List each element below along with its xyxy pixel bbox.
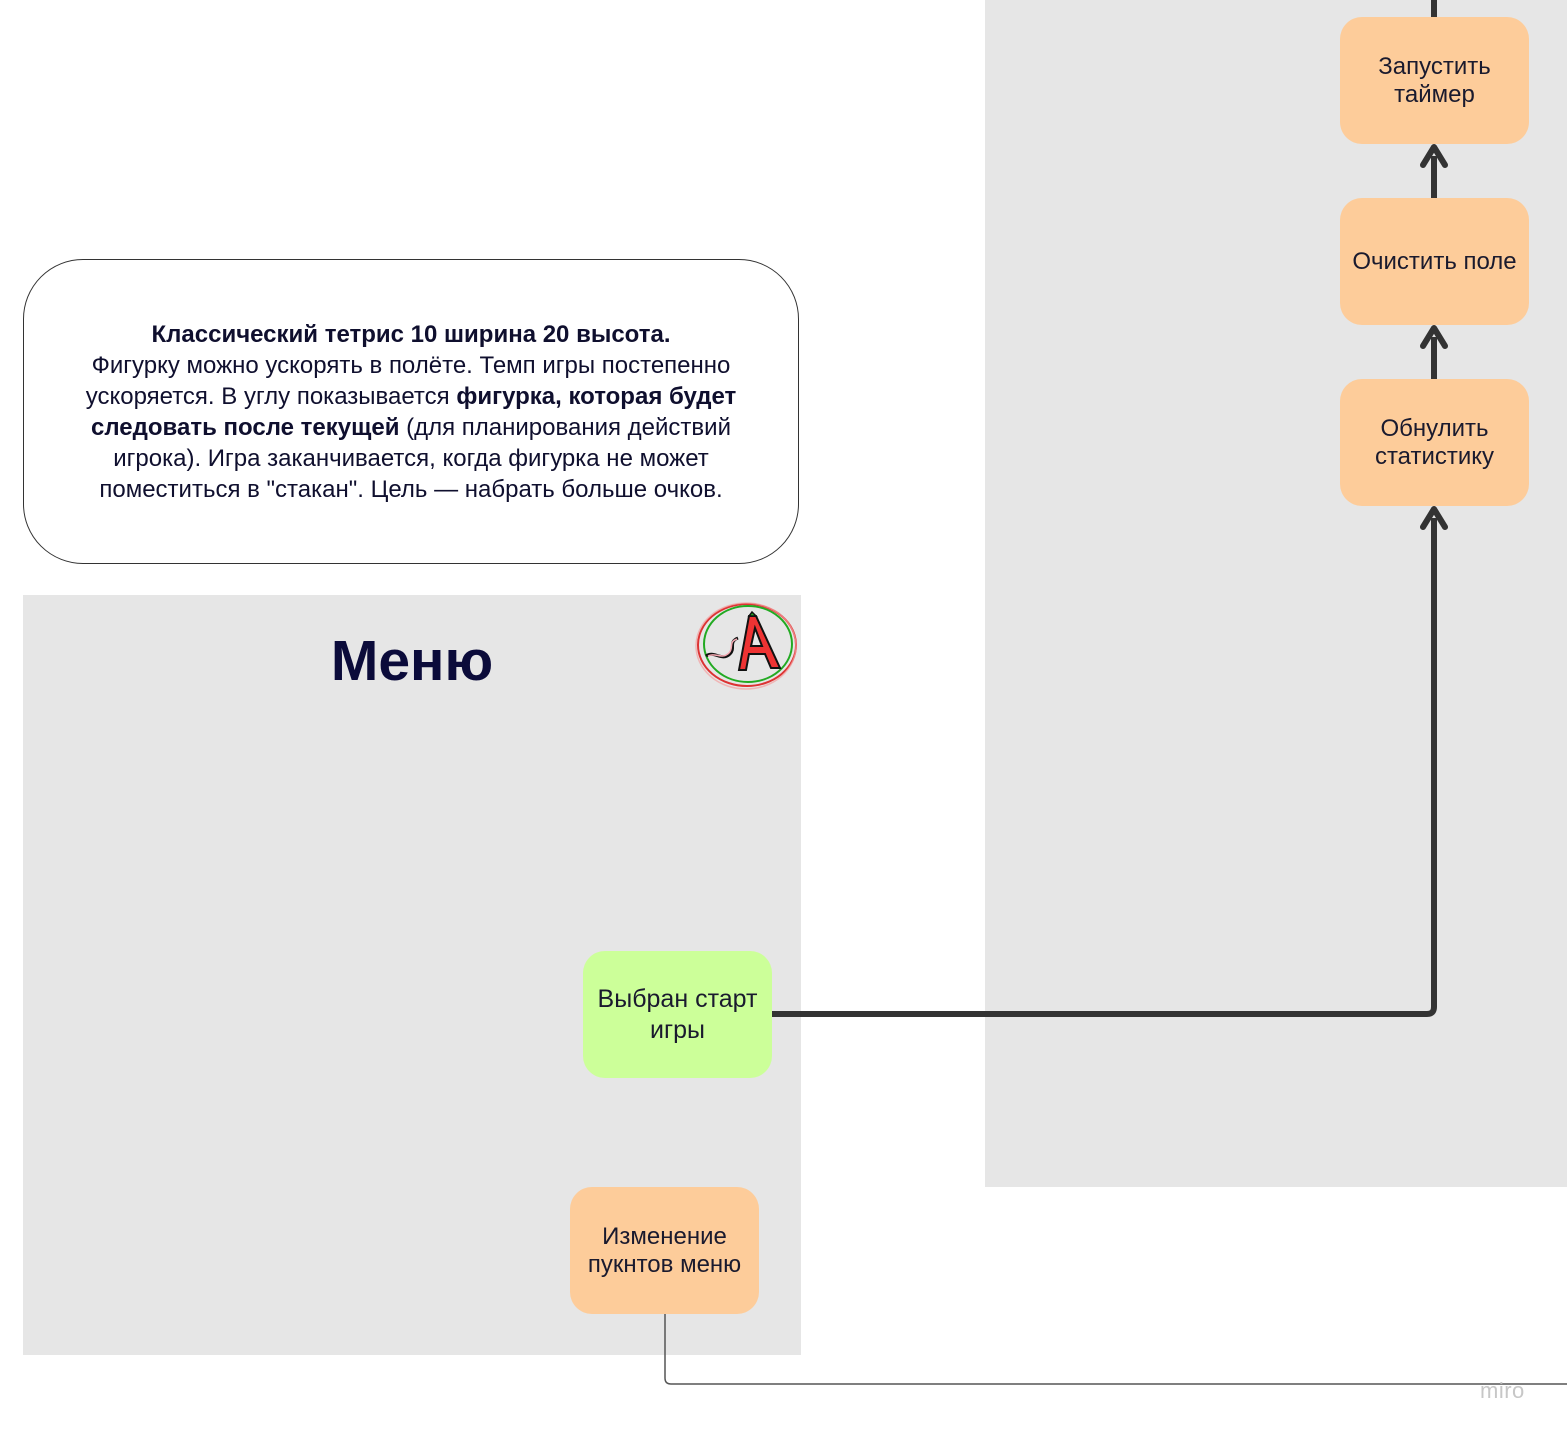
description-part-1: Фигурку можно ускорять в полёте. Темп иг… [85,351,731,410]
node-game-start-selected[interactable]: Выбран старт игры [583,951,772,1078]
menu-frame-title: Меню [330,629,494,693]
description-text: Классический тетрис 10 ширина 20 высота.… [44,319,778,505]
description-note[interactable]: Классический тетрис 10 ширина 20 высота.… [23,259,799,564]
node-reset-stats[interactable]: Обнулить статистику [1340,379,1529,506]
node-change-menu-items[interactable]: Изменение пукнтов меню [570,1187,759,1314]
description-part-3: (для планирования действий игрока). Игра… [99,413,731,503]
node-clear-field[interactable]: Очистить поле [1340,198,1529,325]
connector-change-menu-out[interactable] [664,1314,1567,1385]
right-frame [985,0,1567,1187]
description-title: Классический тетрис 10 ширина 20 высота. [151,320,671,348]
node-start-timer[interactable]: Запустить таймер [1340,17,1529,144]
description-part-2: фигурка, которая будет следовать после т… [91,382,737,441]
connector-start-to-reset[interactable] [772,518,1437,1017]
miro-watermark: miro [1480,1378,1525,1403]
author-logo-icon [695,602,797,690]
